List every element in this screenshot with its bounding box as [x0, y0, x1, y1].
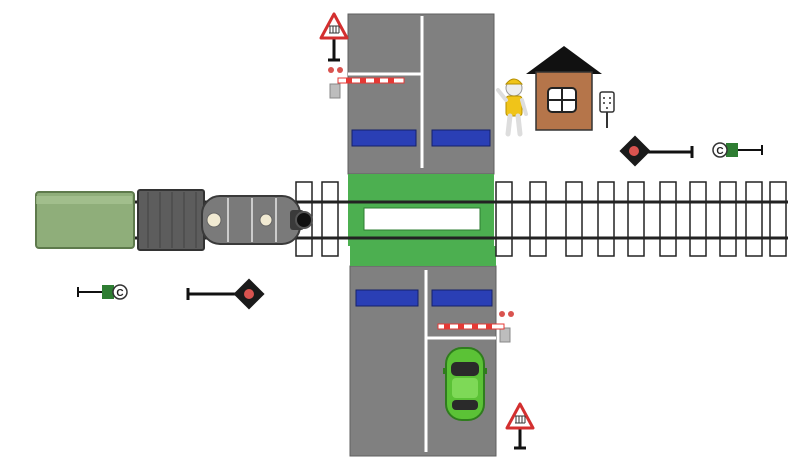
steam-dome — [206, 212, 222, 228]
whistle-post-letter: C — [716, 146, 723, 157]
barrier-gate-bottom — [437, 311, 514, 343]
barrier-gate-icon — [337, 77, 405, 84]
sleeper — [565, 181, 583, 257]
barrier-post — [329, 83, 341, 99]
barrier-light — [508, 311, 514, 317]
sleeper — [627, 181, 645, 257]
sleeper — [769, 181, 787, 257]
railway-signal-left — [186, 278, 265, 310]
sleeper — [597, 181, 615, 257]
crossing-pad-bottom — [350, 246, 496, 266]
sleeper — [689, 181, 707, 257]
locomotive-cab-ribs — [147, 192, 197, 248]
sleeper — [321, 181, 339, 257]
barrier-gate-top — [328, 67, 405, 99]
stop-box-top-left — [351, 129, 417, 147]
warning-sign-top — [319, 12, 349, 62]
crossing-pad-top — [348, 174, 494, 194]
whistle-post-left: C — [77, 284, 128, 300]
sleeper — [719, 181, 737, 257]
wagon — [35, 191, 135, 249]
gatekeeper-hut-icon — [526, 46, 602, 131]
headlamp — [295, 211, 313, 229]
sleeper — [659, 181, 677, 257]
barrier-post — [499, 327, 511, 343]
whistle-post-right: C — [712, 142, 763, 158]
barrier-light — [337, 67, 343, 73]
crossing-pad-inner — [363, 207, 481, 231]
phone-box-icon — [599, 91, 615, 128]
stop-box-top-right — [431, 129, 491, 147]
worker-icon — [496, 78, 528, 137]
barrier-light — [328, 67, 334, 73]
railway-signal-right — [619, 135, 694, 167]
barrier-gate-icon — [437, 323, 505, 330]
sand-dome — [259, 213, 273, 227]
barrier-light — [499, 311, 505, 317]
stop-box-bottom-right — [431, 289, 493, 307]
railway-track — [120, 181, 788, 257]
sleeper — [745, 181, 763, 257]
whistle-post-icon — [102, 285, 114, 299]
sleeper — [495, 181, 513, 257]
train — [35, 189, 313, 251]
sleeper — [529, 181, 547, 257]
car-icon — [443, 347, 487, 421]
wagon-shade — [36, 196, 132, 204]
warning-sign-bottom — [505, 402, 535, 450]
stop-box-bottom-left — [355, 289, 419, 307]
whistle-post-icon — [726, 143, 738, 157]
whistle-post-letter: C — [116, 288, 123, 299]
